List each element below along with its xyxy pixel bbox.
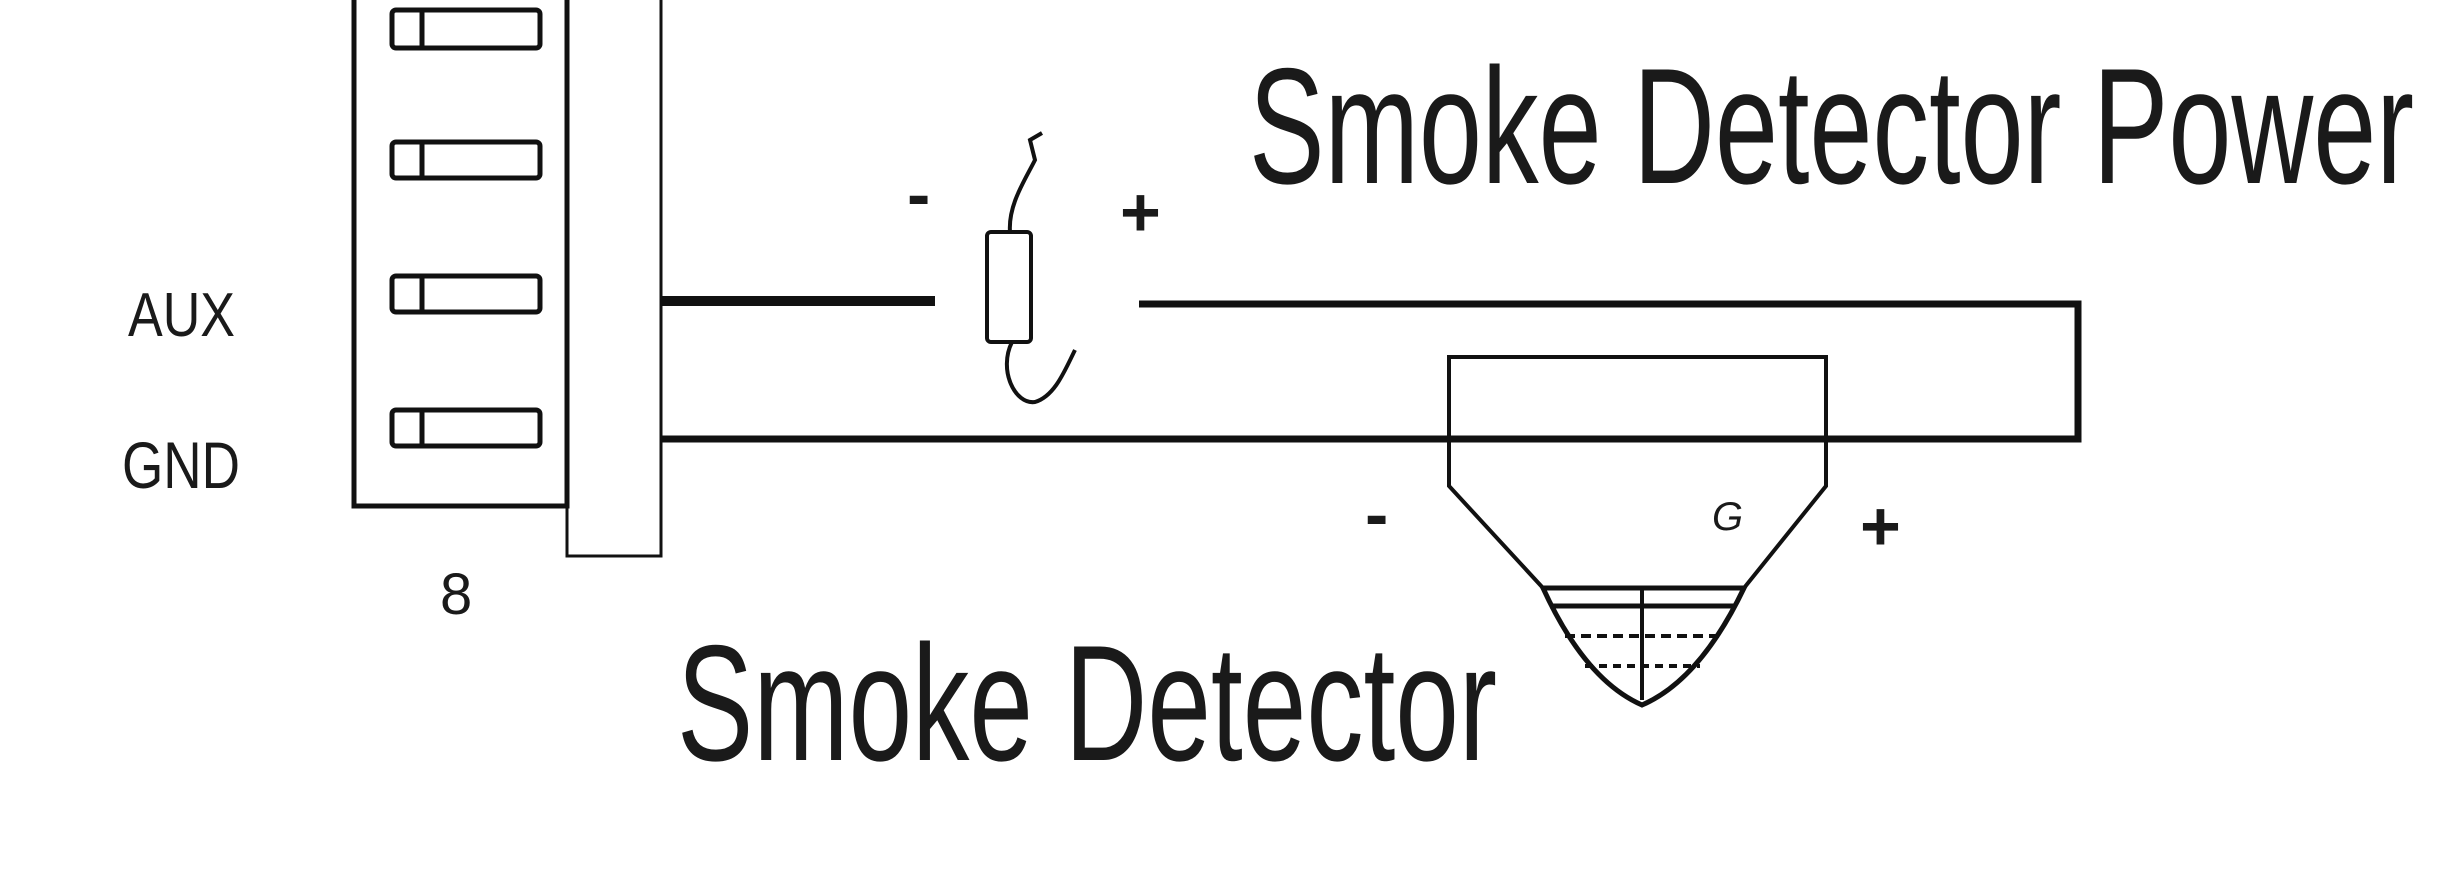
terminal-pin [389,7,543,51]
terminal-block [351,0,663,558]
aux-label: AUX [128,281,235,350]
power-loop-wire [661,300,2082,443]
fuse-plus-label: + [1120,173,1161,251]
fuse-minus-label: - [907,155,930,233]
detector-mark-label: G [1712,495,1743,539]
terminal-number-label: 8 [440,562,472,627]
terminal-pin [389,139,543,181]
wires [661,296,2082,443]
smoke-detector-title: Smoke Detector [677,611,1497,795]
smoke-detector-power-title: Smoke Detector Power [1249,34,2414,218]
fuse-icon [985,131,1077,405]
terminal-pins [389,7,543,449]
smoke-detector-icon [1447,355,1828,708]
terminal-pin-aux [389,273,543,315]
detector-minus-label: - [1365,475,1388,553]
detector-plus-label: + [1860,487,1901,565]
terminal-pin-gnd [389,407,543,449]
gnd-label: GND [122,428,240,502]
